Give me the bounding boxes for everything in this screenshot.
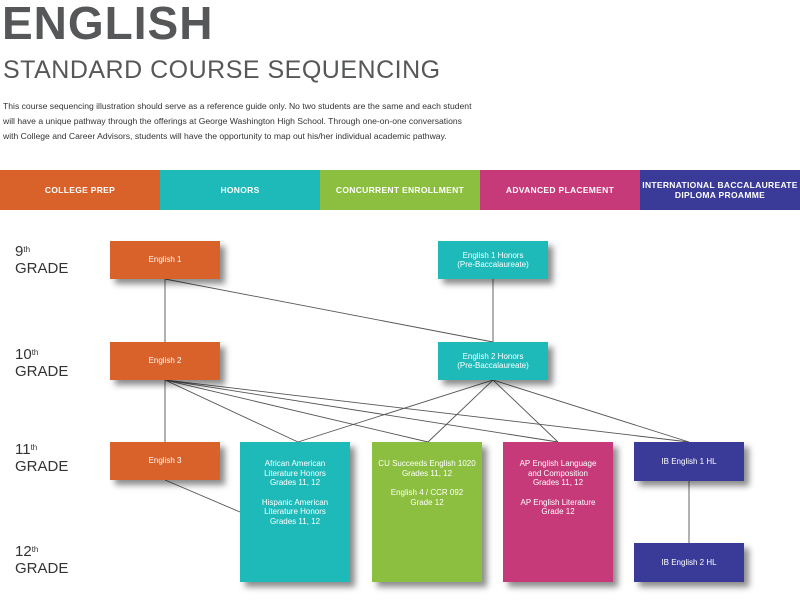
connector-line	[492, 379, 559, 443]
connector-line	[164, 479, 241, 513]
course-english-1: English 1	[110, 241, 220, 279]
grade-label-10: 10th GRADE	[15, 346, 69, 380]
connector-line	[492, 379, 690, 443]
course-english-2-honors: English 2 Honors (Pre-Baccalaureate)	[438, 342, 548, 380]
course-label: Grade 12	[410, 497, 444, 507]
connector-line	[164, 278, 494, 343]
legend-label: DIPLOMA PROAMME	[674, 190, 766, 200]
pathway-legend: COLLEGE PREP HONORS CONCURRENT ENROLLMEN…	[0, 170, 800, 210]
course-concurrent-enrollment-block: CU Succeeds English 1020 Grades 11, 12 E…	[372, 442, 482, 582]
course-label: Grades 11, 12	[269, 478, 321, 487]
course-ib-english-1-hl: IB English 1 HL	[634, 442, 744, 481]
legend-label: ADVANCED PLACEMENT	[505, 185, 615, 195]
course-label: English 2	[148, 356, 182, 366]
grade-label-9: 9th GRADE	[15, 243, 69, 277]
course-label: Hispanic American	[261, 497, 329, 507]
legend-international-baccalaureate: INTERNATIONAL BACCALAUREATE DIPLOMA PROA…	[640, 170, 800, 210]
course-label: (Pre-Baccalaureate)	[457, 361, 529, 370]
connector-line	[164, 379, 690, 443]
course-label: English 3	[148, 456, 182, 466]
course-label: AP English Literature	[520, 497, 596, 507]
course-english-3: English 3	[110, 442, 220, 480]
course-label: (Pre-Baccalaureate)	[457, 260, 529, 269]
connector-line	[164, 379, 559, 443]
page-subtitle: STANDARD COURSE SEQUENCING	[3, 56, 441, 84]
course-label: African American	[264, 459, 326, 468]
grade-label-11: 11th GRADE	[15, 441, 69, 475]
course-label: and Composition	[527, 468, 589, 478]
course-honors-literature-block: African American Literature Honors Grade…	[240, 442, 350, 582]
course-label: IB English 2 HL	[661, 557, 717, 567]
course-english-2: English 2	[110, 342, 220, 380]
course-label: English 1 Honors	[462, 250, 524, 260]
intro-line: with College and Career Advisors, studen…	[3, 131, 447, 141]
course-advanced-placement-block: AP English Language and Composition Grad…	[503, 442, 613, 582]
course-english-1-honors: English 1 Honors (Pre-Baccalaureate)	[438, 241, 548, 279]
legend-advanced-placement: ADVANCED PLACEMENT	[480, 170, 640, 210]
intro-paragraph: This course sequencing illustration shou…	[3, 99, 513, 144]
course-label: Grades 11, 12	[269, 516, 321, 526]
grade-label-12: 12th GRADE	[15, 543, 69, 577]
legend-college-prep: COLLEGE PREP	[0, 170, 160, 210]
course-label: Literature Honors	[264, 468, 326, 478]
legend-label: INTERNATIONAL BACCALAUREATE	[642, 180, 798, 190]
course-label: IB English 1 HL	[661, 456, 717, 466]
course-ib-english-2-hl: IB English 2 HL	[634, 543, 744, 582]
connector-line	[164, 379, 429, 443]
legend-label: CONCURRENT ENROLLMENT	[335, 185, 465, 195]
intro-line: This course sequencing illustration shou…	[3, 101, 472, 111]
legend-honors: HONORS	[160, 170, 320, 210]
legend-concurrent-enrollment: CONCURRENT ENROLLMENT	[320, 170, 480, 210]
course-label: Grades 11, 12	[532, 478, 584, 487]
intro-line: will have a unique pathway through the o…	[3, 116, 462, 126]
legend-label: HONORS	[220, 185, 260, 195]
course-label: English 2 Honors	[462, 351, 524, 361]
course-label: Literature Honors	[264, 507, 326, 516]
connector-line	[297, 379, 494, 443]
page-title: ENGLISH	[2, 0, 214, 49]
legend-label: COLLEGE PREP	[44, 185, 116, 195]
course-label: English 1	[148, 255, 182, 265]
course-label: Grade 12	[541, 507, 575, 516]
course-label: English 4 / CCR 092	[390, 488, 464, 497]
course-label: AP English Language	[519, 459, 597, 468]
connector-line	[164, 379, 299, 443]
course-label: CU Succeeds English 1020	[378, 459, 476, 468]
connector-line	[427, 379, 494, 443]
course-label: Grades 11, 12	[401, 468, 453, 478]
